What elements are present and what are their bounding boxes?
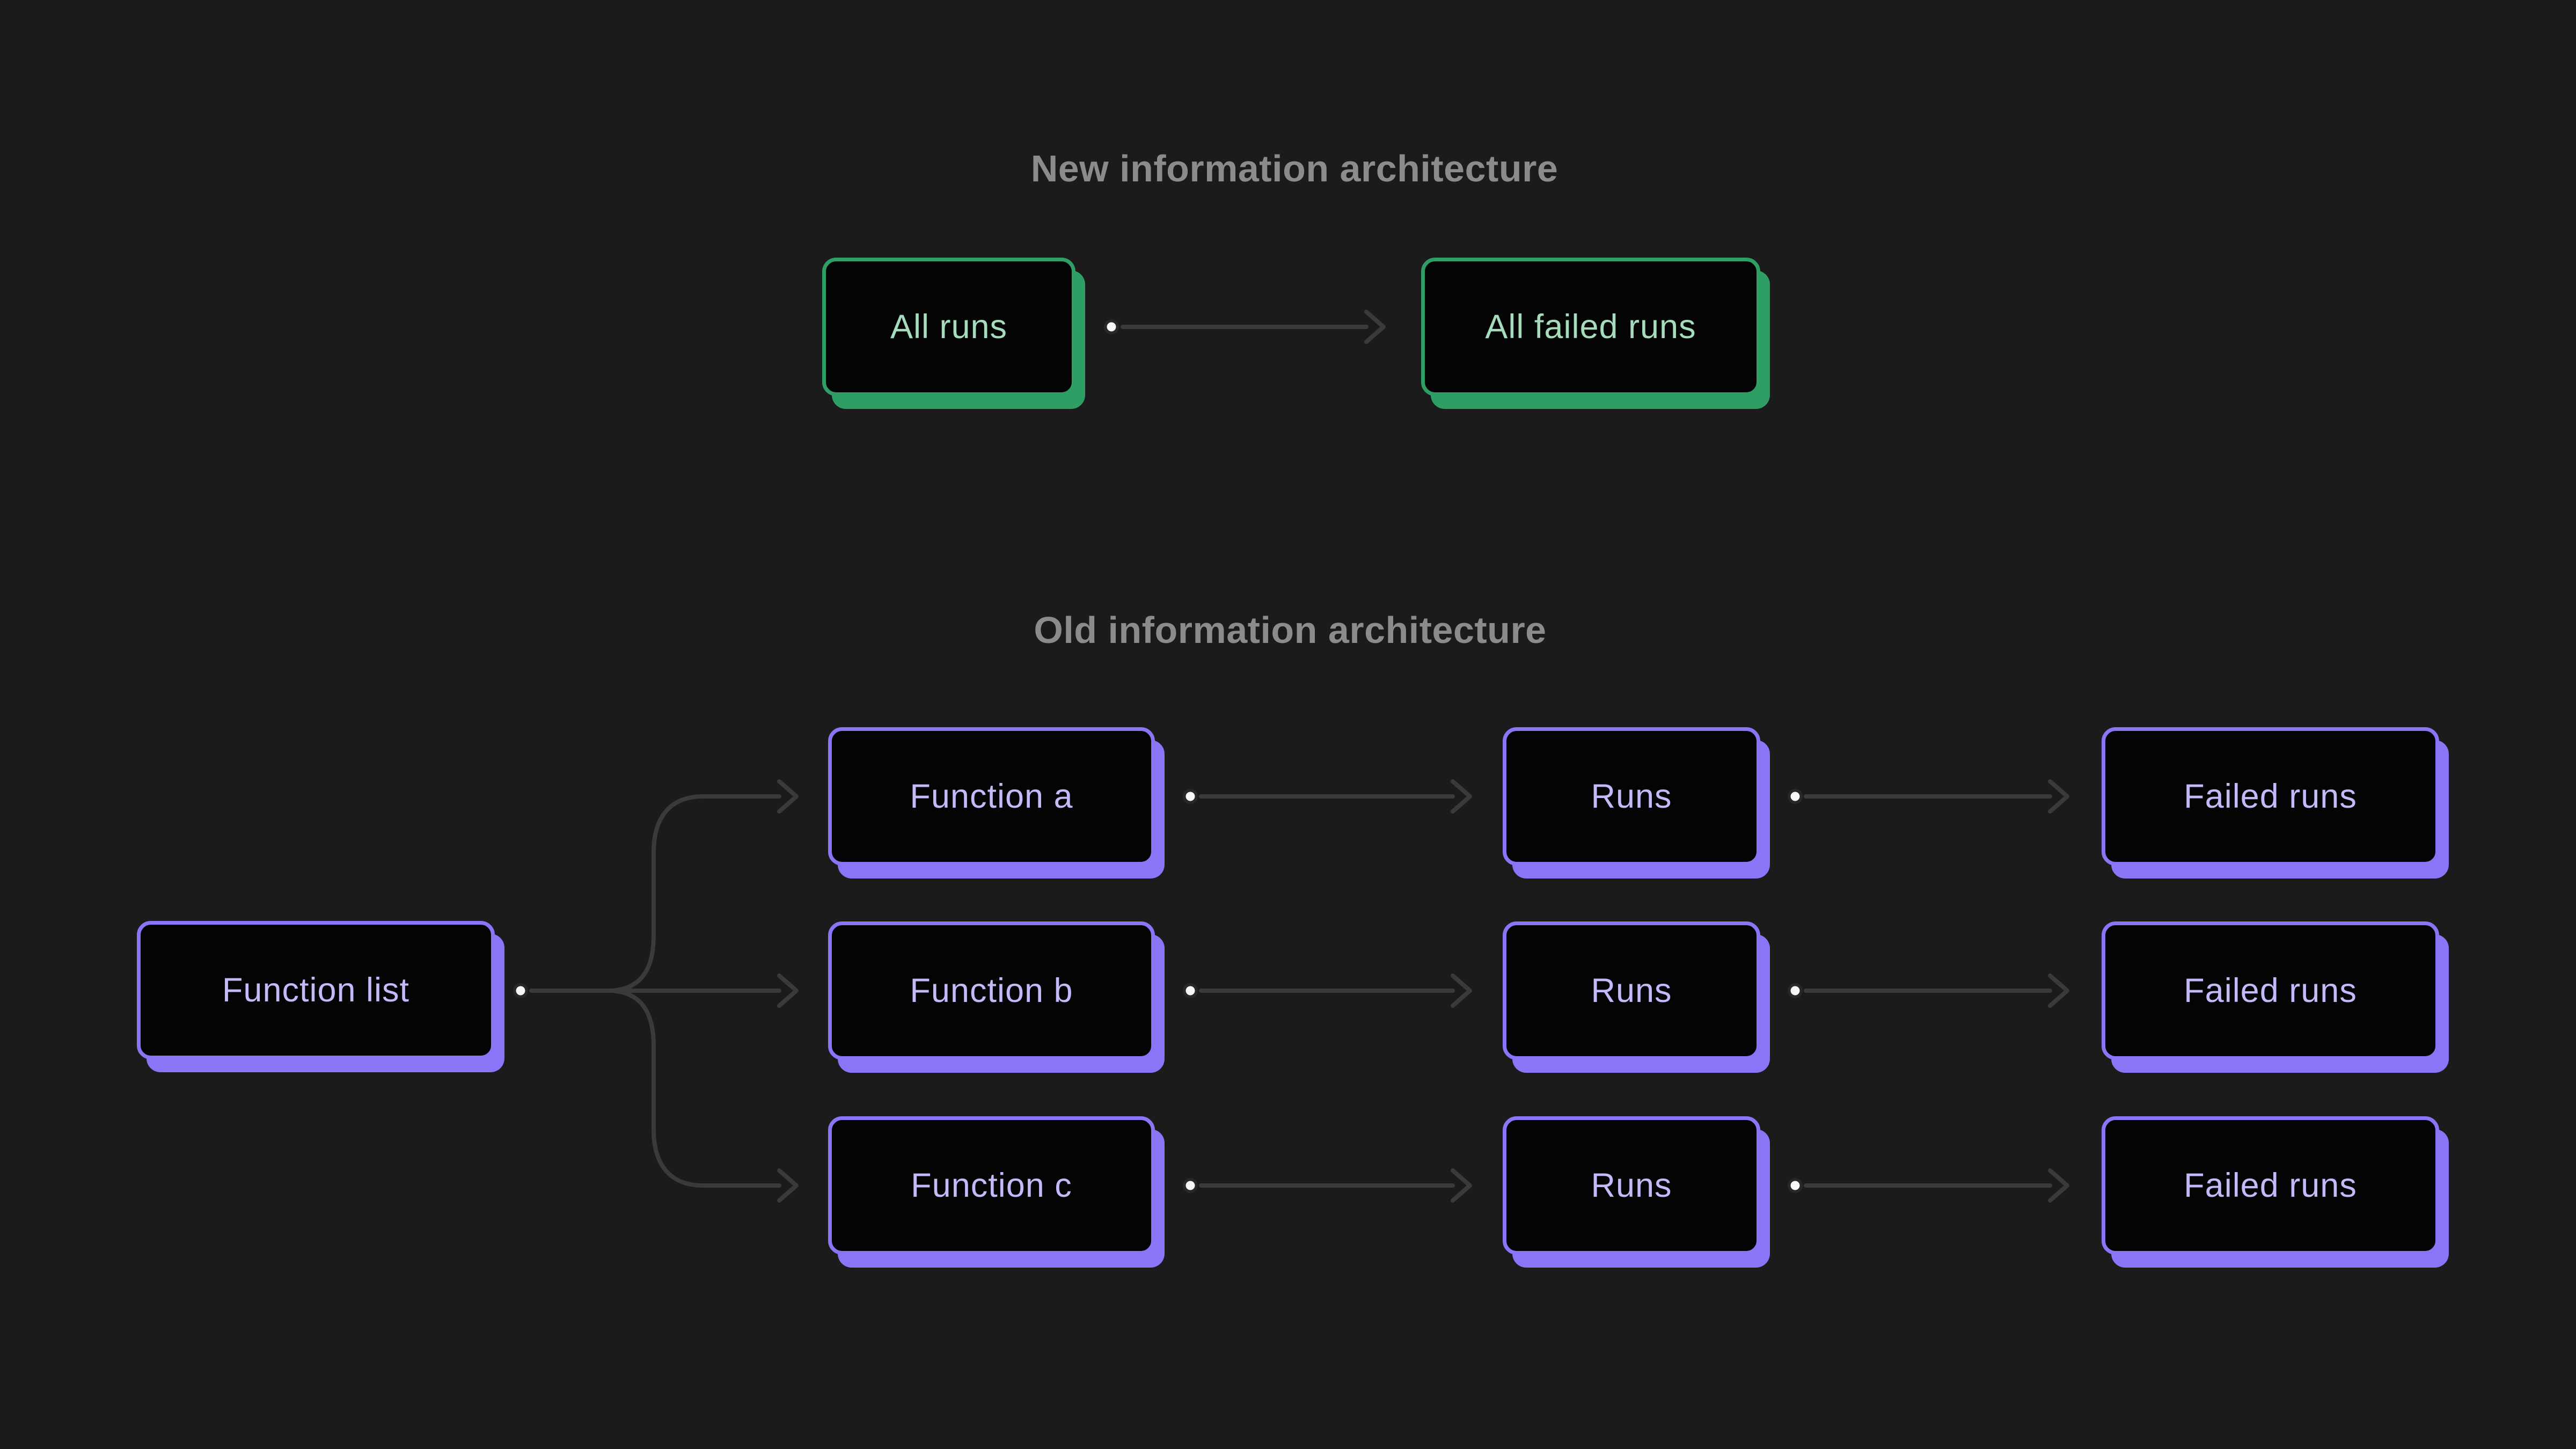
connector-function-b-to-runs: [1183, 974, 1472, 1008]
arrowhead-icon: [777, 974, 799, 1008]
arrowhead-icon: [1451, 779, 1472, 814]
node-function-list: Function list: [137, 921, 495, 1059]
arrowhead-icon: [1451, 1168, 1472, 1203]
node-all-failed-runs-label: All failed runs: [1485, 308, 1696, 346]
node-runs-c-label: Runs: [1591, 1167, 1672, 1204]
node-all-runs-label: All runs: [890, 308, 1008, 346]
connector-runs-to-failed-c: [1788, 1168, 2069, 1203]
node-function-c: Function c: [828, 1116, 1155, 1255]
node-function-a: Function a: [828, 727, 1155, 866]
node-function-c-label: Function c: [911, 1167, 1072, 1204]
arrowhead-icon: [2048, 974, 2069, 1008]
node-failed-runs-b: Failed runs: [2102, 921, 2439, 1060]
node-function-b-label: Function b: [910, 972, 1073, 1009]
arrowhead-icon: [2048, 1168, 2069, 1203]
node-failed-runs-a-label: Failed runs: [2184, 778, 2357, 815]
old-architecture-title: Old information architecture: [1034, 609, 1547, 651]
node-function-b: Function b: [828, 921, 1155, 1060]
arrowhead-icon: [1451, 974, 1472, 1008]
fork-branch-bottom: [610, 989, 781, 1188]
node-failed-runs-c-label: Failed runs: [2184, 1167, 2357, 1204]
arrowhead-icon: [2048, 779, 2069, 814]
node-function-list-label: Function list: [222, 971, 410, 1009]
fork-branch-top: [610, 794, 781, 993]
connector-function-c-to-runs: [1183, 1168, 1472, 1203]
new-architecture-title: New information architecture: [1030, 148, 1558, 189]
node-failed-runs-c: Failed runs: [2102, 1116, 2439, 1255]
arrowhead-icon: [777, 779, 799, 814]
node-runs-c: Runs: [1503, 1116, 1760, 1255]
node-function-a-label: Function a: [910, 778, 1073, 815]
arrowhead-icon: [777, 1168, 799, 1203]
connector-runs-to-failed-b: [1788, 974, 2069, 1008]
connector-function-list-fork: [513, 779, 799, 1203]
node-all-runs: All runs: [822, 258, 1075, 396]
arrowhead-icon: [1364, 310, 1386, 344]
connector-runs-to-failed-a: [1788, 779, 2069, 814]
node-all-failed-runs: All failed runs: [1421, 258, 1760, 396]
node-runs-a-label: Runs: [1591, 778, 1672, 815]
node-failed-runs-a: Failed runs: [2102, 727, 2439, 866]
node-runs-b-label: Runs: [1591, 972, 1672, 1009]
node-runs-a: Runs: [1503, 727, 1760, 866]
node-runs-b: Runs: [1503, 921, 1760, 1060]
connector-all-runs-to-all-failed-runs: [1104, 310, 1386, 344]
node-failed-runs-b-label: Failed runs: [2184, 972, 2357, 1009]
connector-function-a-to-runs: [1183, 779, 1472, 814]
